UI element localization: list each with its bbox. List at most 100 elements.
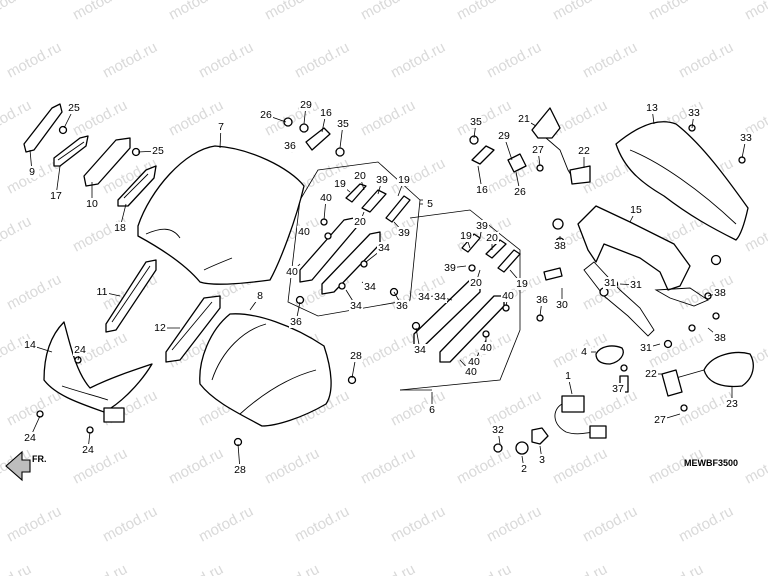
watermark-text: motod.ru xyxy=(0,213,34,256)
part-callout: 31 xyxy=(604,277,616,289)
callout-background xyxy=(233,464,247,476)
callout-background xyxy=(501,290,515,302)
watermark-text: motod.ru xyxy=(550,445,610,488)
part-7-windscreen xyxy=(137,145,305,285)
callout-background xyxy=(363,281,377,293)
part-callout: 34 xyxy=(378,242,390,254)
part-callout: 1 xyxy=(565,370,571,382)
callout-background xyxy=(285,266,299,278)
part-callout: 37 xyxy=(612,383,624,395)
watermark-text: motod.ru xyxy=(4,39,64,82)
watermark-text: motod.ru xyxy=(646,561,706,576)
part-callout: 40 xyxy=(320,192,332,204)
callout-background xyxy=(73,344,87,356)
watermark-text: motod.ru xyxy=(742,445,768,488)
watermark-text: motod.ru xyxy=(262,0,322,24)
part-callout: 40 xyxy=(298,226,310,238)
watermark-text: motod.ru xyxy=(4,271,64,314)
callout-background xyxy=(423,198,437,210)
watermark-text: motod.ru xyxy=(646,0,706,24)
watermark-text: motod.ru xyxy=(196,39,256,82)
watermark-text: motod.ru xyxy=(358,445,418,488)
assembly-5-parts xyxy=(287,143,411,305)
watermark-text: motod.ru xyxy=(358,561,418,576)
callout-background xyxy=(319,107,333,119)
part-21-mirror-bracket xyxy=(531,107,591,185)
watermark-text: motod.ru xyxy=(166,445,226,488)
front-direction-arrow: FR. xyxy=(5,450,47,482)
callout-background xyxy=(23,432,37,444)
part-callout: 9 xyxy=(29,166,35,178)
part-callout: 40 xyxy=(480,342,492,354)
callout-background xyxy=(153,322,167,334)
watermark-text: motod.ru xyxy=(70,445,130,488)
part-13-inner-cover xyxy=(615,121,749,241)
part-callout: 28 xyxy=(350,350,362,362)
part-callout: 38 xyxy=(714,287,726,299)
watermark-text: motod.ru xyxy=(70,0,130,24)
screws xyxy=(36,237,720,447)
callout-background xyxy=(425,404,439,416)
callout-background xyxy=(459,230,473,242)
callout-background xyxy=(417,291,431,303)
callout-background xyxy=(375,174,389,186)
part-callout: 36 xyxy=(290,316,302,328)
part-callout: 6 xyxy=(429,404,435,416)
callout-background xyxy=(395,300,409,312)
part-callout: 12 xyxy=(154,322,166,334)
callout-background xyxy=(475,184,489,196)
part-callout: 22 xyxy=(578,145,590,157)
callout-background xyxy=(333,178,347,190)
part-callout: 13 xyxy=(646,102,658,114)
callout-background xyxy=(433,291,447,303)
part-callout: 39 xyxy=(376,174,388,186)
part-callout: 40 xyxy=(286,266,298,278)
part-callout: 40 xyxy=(465,366,477,378)
part-callout: 20 xyxy=(470,277,482,289)
part-callout: 34 xyxy=(350,300,362,312)
callout-background xyxy=(611,383,625,395)
watermark-text: motod.ru xyxy=(742,561,768,576)
callout-background xyxy=(319,192,333,204)
callout-background xyxy=(81,444,95,456)
part-callout: 16 xyxy=(320,107,332,119)
callout-background xyxy=(259,109,273,121)
part-callout: 19 xyxy=(334,178,346,190)
callout-background xyxy=(535,294,549,306)
part-callout: 30 xyxy=(556,299,568,311)
part-callout: 35 xyxy=(337,118,349,130)
watermark-text: motod.ru xyxy=(550,97,610,140)
callout-background xyxy=(353,216,367,228)
watermark-text: motod.ru xyxy=(454,445,514,488)
watermark-text: motod.ru xyxy=(358,329,418,372)
watermark-text: motod.ru xyxy=(4,503,64,546)
watermark-text: motod.ru xyxy=(166,97,226,140)
assembly-5-frame xyxy=(287,161,421,317)
part-callout: 27 xyxy=(654,414,666,426)
part-callout: 39 xyxy=(476,220,488,232)
part-callout: 40 xyxy=(468,356,480,368)
watermark-text: motod.ru xyxy=(196,503,256,546)
part-callout: 2 xyxy=(521,463,527,475)
watermark-text: motod.ru xyxy=(580,503,640,546)
part-callout: 34 xyxy=(434,291,446,303)
callout-background xyxy=(513,186,527,198)
part-callout: 16 xyxy=(476,184,488,196)
front-direction-label: FR. xyxy=(32,454,47,464)
callout-background xyxy=(397,227,411,239)
callout-background xyxy=(645,102,659,114)
watermark-text: motod.ru xyxy=(166,0,226,24)
callout-background xyxy=(49,190,63,202)
watermark-text: motod.ru xyxy=(0,0,34,24)
part-callout: 10 xyxy=(86,198,98,210)
part-callout: 19 xyxy=(398,174,410,186)
callout-background xyxy=(349,300,363,312)
watermark-text: motod.ru xyxy=(742,0,768,24)
part-callout: 32 xyxy=(492,424,504,436)
part-callout: 23 xyxy=(726,398,738,410)
part-callout: 15 xyxy=(630,204,642,216)
callout-background xyxy=(25,166,39,178)
watermark-text: motod.ru xyxy=(388,387,448,430)
